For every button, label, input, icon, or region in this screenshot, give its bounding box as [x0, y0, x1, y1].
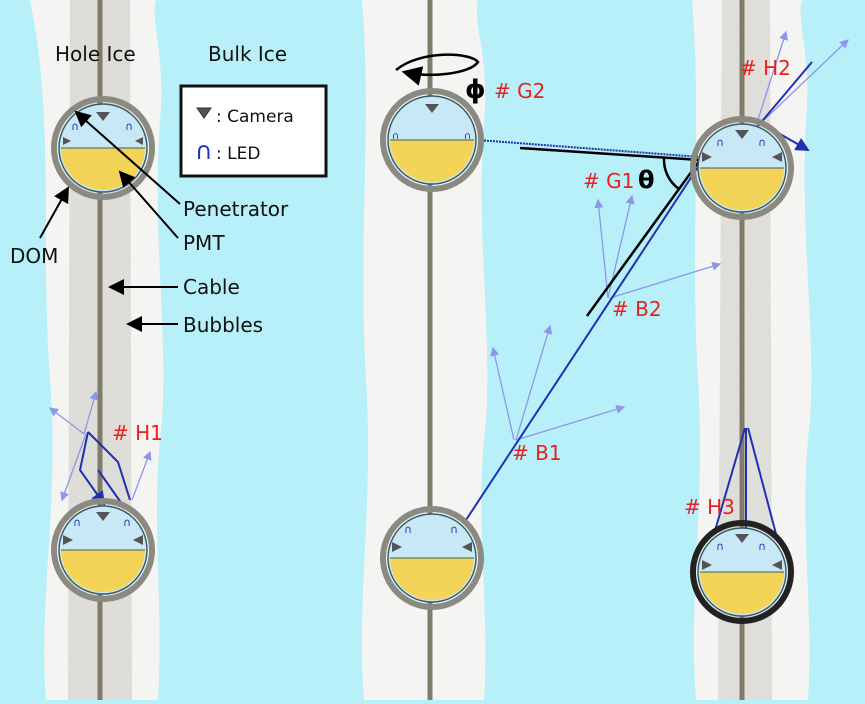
camera-icon [735, 130, 749, 139]
camera-icon [96, 512, 110, 521]
camera-icon [63, 137, 71, 145]
legend-camera-label: : Camera [216, 107, 294, 127]
legend: : Camera ∩ : LED [179, 84, 328, 178]
marker-h3: # H3 [684, 495, 735, 519]
bulk-ice-label: Bulk Ice [208, 42, 287, 66]
led-icon: ∩ [450, 523, 458, 536]
dom-top-left: ∩ ∩ [51, 96, 155, 200]
led-icon: ∩ [464, 131, 471, 142]
camera-icon [133, 535, 143, 545]
dom-top-right: ∩ ∩ [690, 116, 794, 220]
led-icon: ∩ [758, 136, 766, 149]
marker-h2: # H2 [740, 56, 791, 80]
ray-h3-b [747, 427, 777, 535]
led-icon: ∩ [392, 131, 399, 142]
dom-bottom-left: ∩ ∩ [51, 498, 155, 602]
dom-bottom-middle: ∩ ∩ [380, 506, 484, 610]
led-icon: ∩ [123, 516, 131, 529]
marker-b2: # B2 [612, 297, 662, 321]
camera-icon [425, 104, 439, 113]
marker-b1: # B1 [512, 441, 562, 465]
marker-h1: # H1 [112, 421, 163, 445]
angle-construction [519, 146, 702, 317]
penetrator-label: Penetrator [183, 197, 289, 221]
theta-symbol: θ [638, 166, 655, 194]
photon-paths [78, 61, 813, 535]
camera-icon [702, 560, 712, 570]
camera-icon [135, 137, 143, 145]
marker-g2: # G2 [494, 79, 545, 103]
rotation-arrow-icon [395, 53, 480, 86]
label-leaders [39, 110, 181, 332]
led-icon: ∩ [716, 540, 724, 553]
led-icon: ∩ [125, 120, 133, 133]
led-icon: ∩ [758, 540, 766, 553]
ray-b1-h2 [465, 163, 701, 521]
ray-h3-a [713, 427, 746, 535]
ray-h1-c [97, 469, 123, 505]
camera-icon [702, 152, 712, 162]
camera-icon [196, 107, 212, 119]
led-icon: ∩ [73, 516, 81, 529]
hole-ice-label: Hole Ice [55, 42, 136, 66]
ray-g2-h2 [477, 139, 701, 158]
led-icon: ∩ [716, 136, 724, 149]
camera-icon [392, 542, 402, 552]
led-icon: ∩ [195, 137, 213, 165]
ray-h1-b [87, 431, 131, 501]
camera-icon [462, 542, 472, 552]
camera-icon [63, 535, 73, 545]
dom-top-middle: ∩ ∩ [380, 88, 484, 192]
pmt-label: PMT [183, 231, 225, 255]
ray-h2-up [757, 61, 813, 127]
camera-icon [96, 112, 110, 121]
camera-icon [772, 560, 782, 570]
cable-label: Cable [183, 275, 240, 299]
legend-led-label: : LED [216, 144, 260, 164]
marker-g1: # G1 [583, 169, 634, 193]
led-icon: ∩ [71, 120, 79, 133]
camera-icon [772, 152, 782, 162]
phi-symbol: ϕ [465, 75, 486, 105]
bubbles-label: Bubbles [183, 313, 263, 337]
camera-icon [735, 534, 749, 543]
dom-label: DOM [10, 244, 58, 268]
ray-h1-a [78, 431, 106, 506]
led-icon: ∩ [404, 523, 412, 536]
dom-bottom-right: ∩ ∩ [690, 520, 794, 624]
theta-arc [662, 157, 680, 191]
